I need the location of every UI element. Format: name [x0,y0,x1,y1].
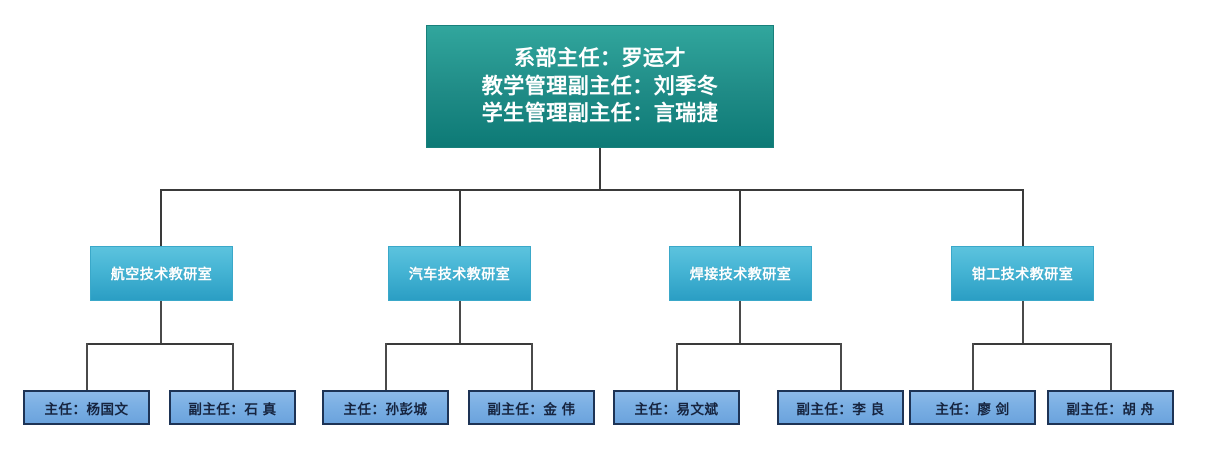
connector-group-4-leaf-2 [1110,343,1112,391]
node-department-2-label: 汽车技术教研室 [408,265,511,282]
connector-group-2-drop [459,301,461,344]
node-staff-4-director-label: 主任：廖 剑 [935,401,1010,417]
node-department-4[interactable]: 钳工技术教研室 [951,246,1094,301]
node-department-3-label: 焊接技术教研室 [689,265,792,282]
node-department-2[interactable]: 汽车技术教研室 [388,246,531,301]
connector-group-1-leaf-1 [86,343,88,391]
node-staff-1-deputy[interactable]: 副主任：石 真 [169,390,296,425]
connector-dept-drop-4 [1022,189,1024,246]
connector-group-2-leaf-1 [385,343,387,391]
node-staff-1-director[interactable]: 主任：杨国文 [23,390,150,425]
node-staff-3-deputy[interactable]: 副主任：李 良 [777,390,904,425]
root-line-1: 系部主任：罗运才 [514,46,686,70]
connector-group-2-leaf-2 [531,343,533,391]
connector-group-4-drop [1022,301,1024,344]
connector-dept-drop-3 [739,189,741,246]
connector-main-bus [160,189,1024,191]
connector-group-3-drop [739,301,741,344]
connector-group-4-bus [972,343,1112,345]
connector-group-1-leaf-2 [232,343,234,391]
connector-group-1-bus [86,343,234,345]
node-staff-2-deputy[interactable]: 副主任：金 伟 [468,390,595,425]
node-staff-3-director-label: 主任：易文斌 [634,401,719,417]
node-staff-2-director-label: 主任：孙彭城 [343,401,428,417]
root-line-2: 教学管理副主任：刘季冬 [481,74,719,98]
connector-dept-drop-1 [160,189,162,246]
node-staff-1-deputy-label: 副主任：石 真 [188,401,277,417]
connector-group-3-leaf-2 [840,343,842,391]
node-staff-1-director-label: 主任：杨国文 [44,401,129,417]
node-department-head[interactable]: 系部主任：罗运才 教学管理副主任：刘季冬 学生管理副主任：言瑞捷 [426,25,774,148]
connector-root-drop [599,148,601,190]
node-staff-4-deputy[interactable]: 副主任：胡 舟 [1047,390,1174,425]
node-staff-3-deputy-label: 副主任：李 良 [796,401,885,417]
node-staff-3-director[interactable]: 主任：易文斌 [613,390,740,425]
root-line-3: 学生管理副主任：言瑞捷 [481,102,719,126]
connector-group-3-bus [676,343,842,345]
node-department-3[interactable]: 焊接技术教研室 [669,246,812,301]
node-department-4-label: 钳工技术教研室 [971,265,1074,282]
node-department-1-label: 航空技术教研室 [110,265,213,282]
node-staff-4-director[interactable]: 主任：廖 剑 [909,390,1036,425]
connector-group-1-drop [160,301,162,344]
node-staff-2-deputy-label: 副主任：金 伟 [487,401,576,417]
node-department-1[interactable]: 航空技术教研室 [90,246,233,301]
node-staff-2-director[interactable]: 主任：孙彭城 [322,390,449,425]
node-staff-4-deputy-label: 副主任：胡 舟 [1066,401,1155,417]
connector-dept-drop-2 [459,189,461,246]
connector-group-3-leaf-1 [676,343,678,391]
connector-group-4-leaf-1 [972,343,974,391]
connector-group-2-bus [385,343,533,345]
